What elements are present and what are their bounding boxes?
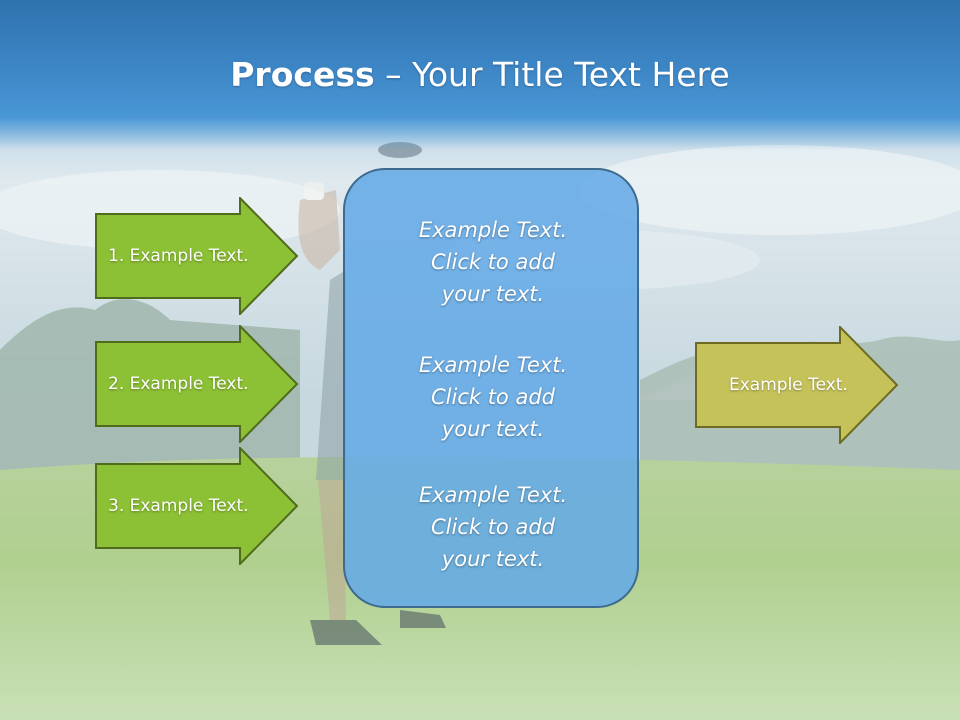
step-arrow-label: 3. Example Text. bbox=[108, 496, 249, 516]
title-bold: Process bbox=[230, 55, 375, 94]
paragraph-line: your text. bbox=[441, 417, 545, 441]
step-arrow-1[interactable]: 1. Example Text. bbox=[95, 197, 299, 315]
arrow-shape bbox=[695, 326, 899, 444]
paragraph-line: Click to add bbox=[430, 385, 555, 409]
center-text-box[interactable]: Example Text. Click to add your text. Ex… bbox=[343, 168, 639, 608]
step-arrow-label: 2. Example Text. bbox=[108, 374, 249, 394]
paragraph-line: Example Text. bbox=[418, 483, 568, 507]
center-paragraph-3: Example Text. Click to add your text. bbox=[345, 479, 641, 575]
title-rest: – Your Title Text Here bbox=[374, 55, 730, 94]
header-band bbox=[0, 0, 960, 150]
paragraph-line: Click to add bbox=[430, 250, 555, 274]
paragraph-line: Click to add bbox=[430, 515, 555, 539]
step-arrow-2[interactable]: 2. Example Text. bbox=[95, 325, 299, 443]
result-arrow[interactable]: Example Text. bbox=[695, 326, 899, 444]
step-arrow-3[interactable]: 3. Example Text. bbox=[95, 447, 299, 565]
paragraph-line: your text. bbox=[441, 547, 545, 571]
paragraph-line: Example Text. bbox=[418, 218, 568, 242]
step-arrow-label: 1. Example Text. bbox=[108, 246, 249, 266]
paragraph-line: Example Text. bbox=[418, 353, 568, 377]
paragraph-line: your text. bbox=[441, 282, 545, 306]
center-paragraph-2: Example Text. Click to add your text. bbox=[345, 349, 641, 445]
arrow-shape bbox=[95, 447, 299, 565]
arrow-shape bbox=[95, 325, 299, 443]
center-paragraph-1: Example Text. Click to add your text. bbox=[345, 214, 641, 310]
arrow-shape bbox=[95, 197, 299, 315]
slide-title: Process – Your Title Text Here bbox=[0, 52, 960, 98]
result-arrow-label: Example Text. bbox=[729, 375, 848, 395]
